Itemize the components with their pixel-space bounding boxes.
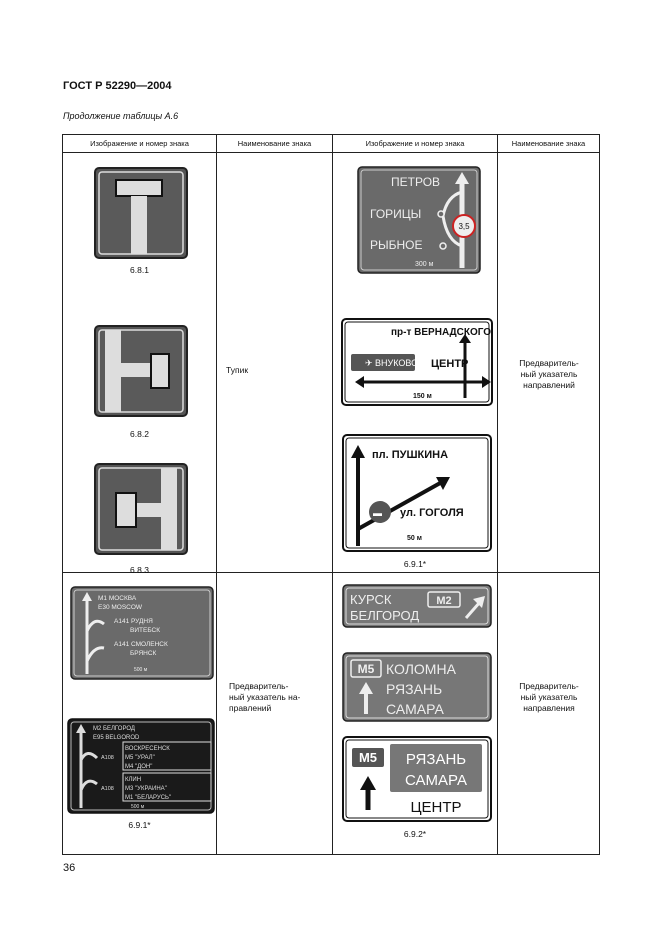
route-line: КЛИН bbox=[125, 777, 141, 783]
sign-name-line: Предваритель- bbox=[229, 681, 289, 691]
row2-right-images: КУРСК БЕЛГОРОД М2 М5 КОЛОМНА РЯЗАНЬ САМА… bbox=[333, 573, 497, 854]
sign-name-dead-end: Тупик bbox=[226, 365, 249, 375]
column-header-name-2: Наименование знака bbox=[497, 134, 600, 153]
sign-name-preliminary: Предваритель- ный указатель направления bbox=[498, 681, 600, 714]
sign-number: 6.8.3 bbox=[130, 565, 149, 575]
route-line: Е95 BELGOROD bbox=[93, 735, 140, 741]
route-line: М2 БЕЛГОРОД bbox=[93, 726, 135, 732]
sign-name-preliminary: Предваритель- ный указатель направлений bbox=[498, 358, 600, 391]
distance-label: 500 м bbox=[134, 667, 148, 673]
sign-number: 6.8.2 bbox=[130, 429, 149, 439]
place-label: РЯЗАНЬ bbox=[406, 751, 466, 768]
route-line: М1 МОСКВА bbox=[98, 595, 137, 602]
sign-name-line: направлений bbox=[523, 380, 575, 390]
route-line: ВОСКРЕСЕНСК bbox=[125, 746, 170, 752]
route-line: М5 "УРАЛ" bbox=[125, 755, 155, 761]
sign-name-preliminary: Предваритель- ный указатель на- правлени… bbox=[217, 681, 333, 714]
road-number: М2 bbox=[436, 595, 451, 607]
direction-sign-ryazan: М5 РЯЗАНЬ САМАРА ЦЕНТР bbox=[342, 736, 492, 822]
row2-left-images: М1 МОСКВА Е30 MOSCOW А141 РУДНЯ ВИТЕБСК … bbox=[63, 573, 216, 854]
sign-name-line: направления bbox=[523, 703, 575, 713]
place-label: РЯЗАНЬ bbox=[386, 681, 442, 697]
column-header-name-1: Наименование знака bbox=[216, 134, 333, 153]
direction-sign-petrov: ПЕТРОВ ГОРИЦЫ РЫБНОЕ 3,5 300 м bbox=[357, 166, 481, 274]
route-line: ВИТЕБСК bbox=[130, 627, 160, 634]
row1-left-images: 6.8.1 6.8.2 6.8.3 bbox=[63, 153, 216, 575]
dead-end-sign-6-8-1 bbox=[94, 167, 188, 259]
place-label: КУРСК bbox=[350, 592, 392, 607]
column-header-image-2: Изображение и номер знака bbox=[332, 134, 498, 153]
dead-end-sign-6-8-2 bbox=[94, 325, 188, 417]
place-label: ПЕТРОВ bbox=[391, 175, 440, 189]
direction-sign-belgorod: М2 БЕЛГОРОД Е95 BELGOROD А108 ВОСКРЕСЕНС… bbox=[67, 718, 215, 814]
distance-label: 150 м bbox=[413, 393, 432, 400]
place-label: ЦЕНТР bbox=[431, 358, 468, 370]
distance-label: 50 м bbox=[407, 535, 422, 542]
place-label: ЦЕНТР bbox=[410, 799, 461, 816]
signs-table: Изображение и номер знака Наименование з… bbox=[62, 134, 600, 855]
place-label: ул. ГОГОЛЯ bbox=[400, 507, 464, 519]
route-line: БРЯНСК bbox=[130, 650, 157, 657]
place-label: БЕЛГОРОД bbox=[350, 608, 419, 623]
route-line: Е30 MOSCOW bbox=[98, 604, 143, 611]
direction-sign-moskva: М1 МОСКВА Е30 MOSCOW А141 РУДНЯ ВИТЕБСК … bbox=[70, 586, 214, 680]
plane-icon: ✈ bbox=[365, 358, 373, 368]
sign-number: 6.8.1 bbox=[130, 265, 149, 275]
row1-right-images: ПЕТРОВ ГОРИЦЫ РЫБНОЕ 3,5 300 м пр-т ВЕРН… bbox=[333, 153, 497, 572]
distance-label: 500 м bbox=[131, 804, 145, 810]
route-line: М4 "ДОН" bbox=[125, 764, 152, 770]
sign-name-line: ный указатель bbox=[520, 692, 578, 702]
sign-name-line: Предваритель- bbox=[519, 358, 579, 368]
route-line: А141 РУДНЯ bbox=[114, 618, 153, 625]
truck-icon: ▬ bbox=[373, 508, 382, 518]
place-label: РЫБНОЕ bbox=[370, 238, 423, 252]
route-line: М1 "БЕЛАРУСЬ" bbox=[125, 795, 171, 801]
sign-name-line: правлений bbox=[229, 703, 272, 713]
sign-number: 6.9.2* bbox=[403, 829, 427, 839]
column-header-image-1: Изображение и номер знака bbox=[62, 134, 217, 153]
direction-sign-kursk: КУРСК БЕЛГОРОД М2 bbox=[342, 584, 492, 628]
document-header: ГОСТ Р 52290—2004 bbox=[63, 80, 172, 92]
distance-label: 300 м bbox=[415, 261, 434, 268]
street-label: пр-т ВЕРНАДСКОГО bbox=[391, 327, 491, 338]
table-caption: Продолжение таблицы А.6 bbox=[63, 111, 179, 121]
direction-sign-pushkina: пл. ПУШКИНА ▬ ул. ГОГОЛЯ 50 м bbox=[342, 434, 492, 552]
sign-number: 6.9.1* bbox=[128, 820, 151, 830]
route-line: А141 СМОЛЕНСК bbox=[114, 641, 168, 648]
page-number: 36 bbox=[63, 862, 76, 874]
sign-number: 6.9.1* bbox=[403, 559, 427, 569]
direction-sign-kolomna: М5 КОЛОМНА РЯЗАНЬ САМАРА bbox=[342, 652, 492, 722]
road-number: М5 bbox=[359, 750, 377, 765]
place-label: пл. ПУШКИНА bbox=[372, 449, 448, 461]
sign-name-line: ный указатель на- bbox=[229, 692, 301, 702]
dead-end-sign-6-8-3 bbox=[94, 463, 188, 555]
road-number: М5 bbox=[358, 662, 375, 676]
direction-sign-vernadskogo: пр-т ВЕРНАДСКОГО ✈ ВНУКОВО ЦЕНТР 150 м bbox=[341, 318, 493, 406]
road-badge: А108 bbox=[101, 755, 114, 761]
place-label: КОЛОМНА bbox=[386, 661, 457, 677]
place-label: САМАРА bbox=[405, 772, 467, 789]
place-label: ГОРИЦЫ bbox=[370, 207, 421, 221]
place-label: ВНУКОВО bbox=[375, 358, 418, 368]
road-badge: А108 bbox=[101, 786, 114, 792]
limit-label: 3,5 bbox=[458, 222, 470, 231]
sign-name-line: Предваритель- bbox=[519, 681, 579, 691]
sign-name-line: ный указатель bbox=[520, 369, 578, 379]
route-line: М3 "УКРАИНА" bbox=[125, 786, 167, 792]
place-label: САМАРА bbox=[386, 701, 445, 717]
